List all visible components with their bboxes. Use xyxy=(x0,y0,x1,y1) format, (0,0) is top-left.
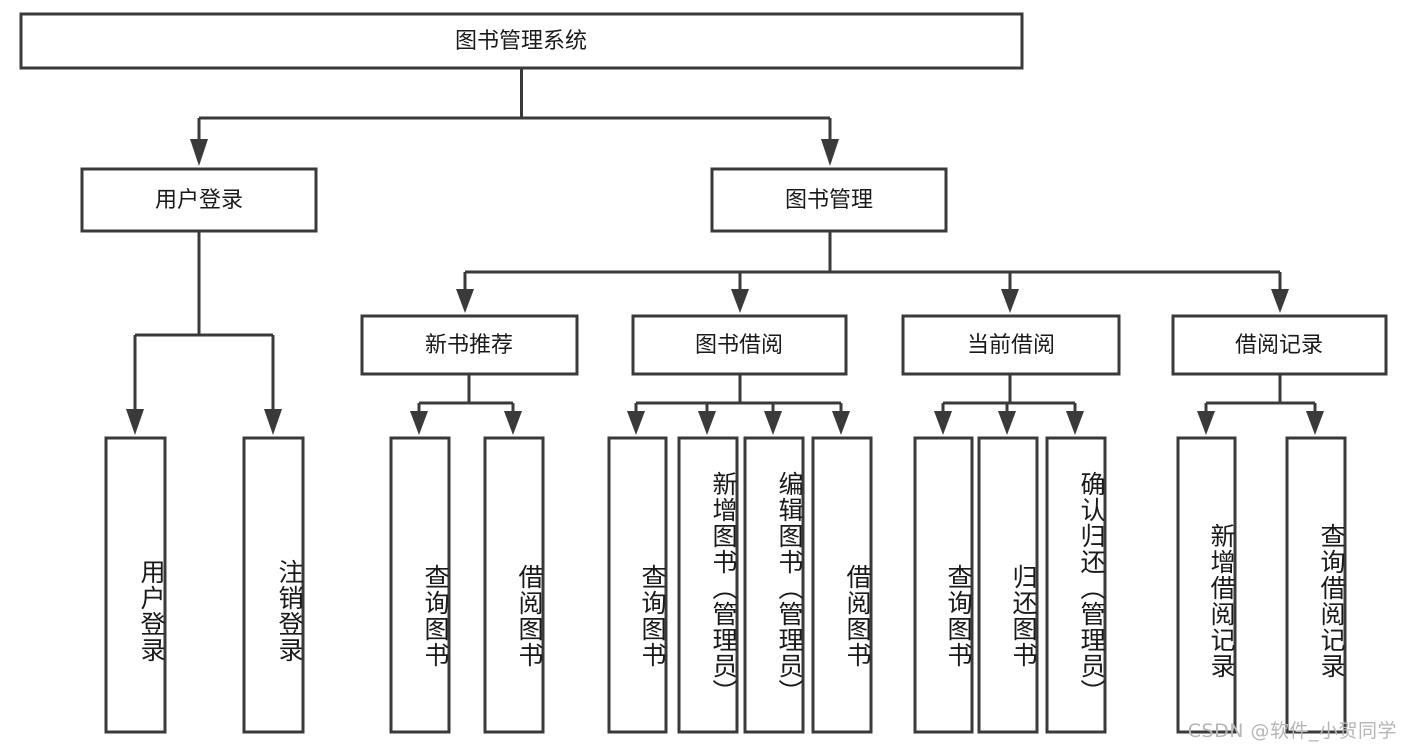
arrow-head-leaf-add-record xyxy=(1197,411,1215,435)
arrow-head-current-borrow xyxy=(1001,289,1019,313)
arrow-head-leaf-borrow-book-2 xyxy=(832,411,850,435)
arrow-head-leaf-logout xyxy=(264,409,282,435)
node-label-new-book-rec: 新书推荐 xyxy=(425,333,513,358)
node-box-leaf-query-book-2[interactable] xyxy=(607,436,668,734)
node-label-book-borrow: 图书借阅 xyxy=(695,333,783,358)
csdn-watermark: CSDN @软件_小贺同学 xyxy=(1187,720,1397,742)
node-box-leaf-edit-book[interactable] xyxy=(743,436,805,734)
arrow-head-leaf-user-login xyxy=(126,409,144,435)
arrow-head-book-borrow xyxy=(731,289,749,313)
arrow-head-book-manage xyxy=(821,139,839,166)
arrow-head-leaf-query-book-1 xyxy=(410,411,428,435)
connector-group-book-manage xyxy=(456,232,1289,313)
node-label-book-manage: 图书管理 xyxy=(785,188,873,213)
node-box-book-manage[interactable] xyxy=(710,167,948,233)
node-box-root[interactable] xyxy=(19,12,1024,70)
node-label-borrow-record: 借阅记录 xyxy=(1235,333,1323,358)
arrow-head-leaf-edit-book xyxy=(764,411,782,435)
node-box-leaf-add-book[interactable] xyxy=(677,436,739,734)
arrow-head-leaf-query-record xyxy=(1306,411,1324,435)
node-box-current-borrow[interactable] xyxy=(901,314,1121,376)
arrow-head-borrow-record xyxy=(1271,289,1289,313)
node-box-leaf-add-record[interactable] xyxy=(1176,436,1237,734)
arrow-head-leaf-query-book-2 xyxy=(627,411,645,435)
node-label-current-borrow: 当前借阅 xyxy=(967,333,1055,358)
node-box-leaf-confirm-return[interactable] xyxy=(1045,436,1107,734)
connector-group-current-borrow xyxy=(934,375,1084,435)
node-box-leaf-query-book-3[interactable] xyxy=(913,436,974,734)
node-box-leaf-query-record[interactable] xyxy=(1285,436,1347,734)
node-label-user-login: 用户登录 xyxy=(155,188,243,213)
node-box-borrow-record[interactable] xyxy=(1171,314,1388,376)
node-box-leaf-borrow-book-1[interactable] xyxy=(483,436,545,734)
arrow-head-leaf-return-book xyxy=(998,411,1016,435)
connector-group-user-login xyxy=(126,232,282,435)
arrow-head-leaf-borrow-book-1 xyxy=(504,411,522,435)
node-box-leaf-user-login[interactable] xyxy=(104,436,167,734)
node-box-leaf-borrow-book-2[interactable] xyxy=(811,436,873,734)
arrow-head-leaf-query-book-3 xyxy=(934,411,952,435)
arrow-head-leaf-confirm-return xyxy=(1066,411,1084,435)
arrow-head-new-book-rec xyxy=(456,289,474,313)
node-label-root: 图书管理系统 xyxy=(455,29,587,54)
connector-group-borrow-record xyxy=(1197,375,1324,435)
arrow-head-leaf-add-book xyxy=(698,411,716,435)
node-box-user-login[interactable] xyxy=(80,167,318,233)
node-box-leaf-return-book[interactable] xyxy=(977,436,1039,734)
node-box-leaf-query-book-1[interactable] xyxy=(389,436,451,734)
connector-group-root xyxy=(190,68,839,166)
node-box-leaf-logout[interactable] xyxy=(242,436,305,734)
node-box-book-borrow[interactable] xyxy=(631,314,848,376)
node-box-new-book-rec[interactable] xyxy=(360,314,579,376)
connector-group-new-book-rec xyxy=(410,375,522,435)
arrow-head-user-login xyxy=(190,139,208,166)
connector-group-book-borrow xyxy=(627,375,850,435)
